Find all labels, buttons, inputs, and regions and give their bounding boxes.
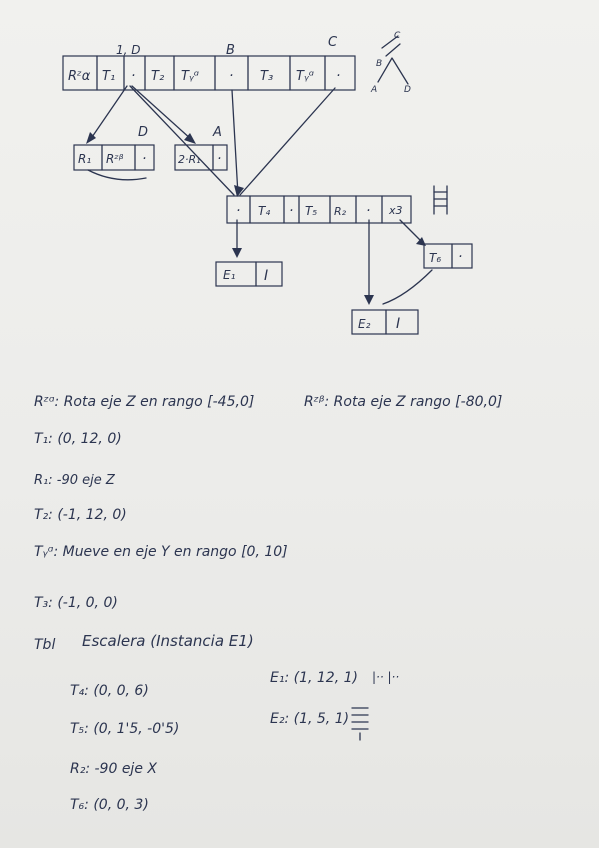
leaf-t6-cell-t6: T₆ xyxy=(429,251,441,265)
ladder-cell-dot-1: · xyxy=(236,203,240,219)
corner-tree-mid: B xyxy=(376,59,382,69)
leaf-t6-cell-dot: · xyxy=(458,249,462,265)
node-d-label: D xyxy=(138,125,148,140)
note-r2: R₂: -90 eje X xyxy=(70,761,157,777)
ladder-cell-r2: R₂ xyxy=(334,205,347,218)
ladder-cell-dot-2: · xyxy=(289,203,293,219)
root-cell-ty-alpha-2: Tᵧᵅ xyxy=(296,69,314,84)
leaf-e2: E₂ I xyxy=(351,309,419,335)
note-e1: E₁: (1, 12, 1) xyxy=(270,670,358,686)
note-ty-alpha: Tᵧᵅ: Mueve en eje Y en rango [0, 10] xyxy=(34,544,288,560)
leaf-e2-cell-i: I xyxy=(396,316,400,332)
note-rz-alpha: Rᶻᵅ: Rota eje Z en rango [-45,0] xyxy=(34,394,255,410)
corner-tree-top: C xyxy=(394,31,401,41)
node-a-cell-dot: · xyxy=(217,151,221,167)
leaf-e1-cell-e1: E₁ xyxy=(223,268,236,282)
note-t6: T₆: (0, 0, 3) xyxy=(70,797,149,813)
ladder-cell-dot-3: · xyxy=(366,203,370,219)
note-escalera: Escalera (Instancia E1) xyxy=(82,632,254,650)
node-d-cell-r1: R₁ xyxy=(78,152,91,166)
ladder-node: · T₄ · T₅ R₂ · x3 xyxy=(226,195,412,224)
node-a-cell-2r1: 2·R₁ xyxy=(178,153,201,166)
leaf-e1-cell-i: I xyxy=(264,268,268,284)
ladder-cell-t5: T₅ xyxy=(305,204,317,218)
note-t5: T₅: (0, 1'5, -0'5) xyxy=(70,721,180,737)
node-a: A 2·R₁ · xyxy=(174,125,228,171)
root-edges xyxy=(86,85,336,197)
root-cell-dot-1: · xyxy=(131,68,135,84)
node-d-cell-rz-beta: Rᶻᵝ xyxy=(106,152,124,166)
node-d: D R₁ Rᶻᵝ · xyxy=(73,125,155,181)
root-cell-ty-alpha-1: Tᵧᵅ xyxy=(181,69,199,84)
node-d-cell-dot: · xyxy=(142,151,146,167)
leaf-e1: E₁ I xyxy=(215,261,283,287)
root-label-a: 1, D xyxy=(116,43,141,57)
root-cell-t2: T₂ xyxy=(151,69,164,84)
note-t4: T₄: (0, 0, 6) xyxy=(70,683,149,699)
ladder-sketch-icon xyxy=(351,707,369,741)
root-label-b: B xyxy=(226,43,235,58)
root-cell-rz-alpha: Rᶻα xyxy=(68,69,91,84)
note-e2: E₂: (1, 5, 1) xyxy=(270,711,350,727)
note-tbl: Tbl xyxy=(34,637,56,653)
corner-tree-right: D xyxy=(404,85,411,95)
leaf-e2-cell-e2: E₂ xyxy=(358,317,371,331)
corner-tree-left: A xyxy=(370,85,377,95)
root-label-c: C xyxy=(328,35,338,50)
root-cell-dot-3: · xyxy=(336,68,340,84)
note-rz-beta: Rᶻᵝ: Rota eje Z rango [-80,0] xyxy=(304,394,503,410)
root-cell-dot-2: · xyxy=(229,68,233,84)
root-cell-t3: T₃ xyxy=(260,69,273,84)
note-t2: T₂: (-1, 12, 0) xyxy=(34,507,127,523)
ladder-cell-x3: x3 xyxy=(388,204,403,217)
note-e1-mark: |·· |·· xyxy=(372,670,400,684)
note-r1: R₁: -90 eje Z xyxy=(34,473,115,488)
ladder-cell-t4: T₄ xyxy=(258,204,270,218)
note-t1: T₁: (0, 12, 0) xyxy=(34,431,122,447)
note-t3: T₃: (-1, 0, 0) xyxy=(34,595,118,611)
corner-tree: C B A D xyxy=(370,31,411,95)
ladder-icon xyxy=(433,185,448,215)
root-node: 1, D B C Rᶻα T₁ · T₂ Tᵧᵅ · T₃ Tᵧᵅ · xyxy=(62,35,356,91)
node-a-label: A xyxy=(212,125,222,140)
leaf-t6: T₆ · xyxy=(423,243,473,269)
root-cell-t1: T₁ xyxy=(102,69,115,84)
